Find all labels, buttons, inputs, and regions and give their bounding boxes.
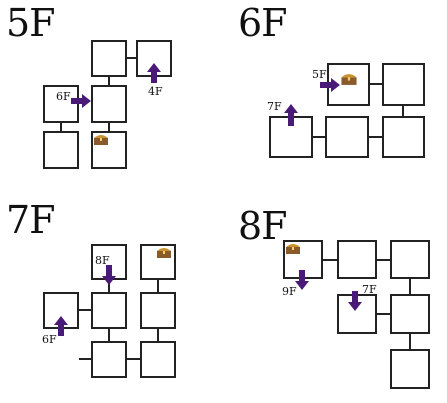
stairs-label-6f: 6F	[56, 90, 71, 103]
corridor	[370, 83, 382, 85]
treasure-chest-icon	[286, 244, 300, 254]
treasure-chest-icon	[341, 74, 357, 85]
room-8f-b	[337, 240, 377, 279]
arrow-up-icon	[54, 316, 68, 336]
room-7f-g	[140, 341, 176, 378]
stairs-label-7f: 7F	[362, 283, 377, 296]
corridor	[108, 77, 110, 85]
room-7f-e	[140, 292, 176, 329]
stairs-label-5f: 5F	[312, 68, 327, 81]
room-7f-d	[91, 292, 127, 329]
corridor-stub	[79, 358, 91, 360]
room-7f-b	[140, 244, 176, 280]
corridor	[127, 358, 140, 360]
stairs-label-4f: 4F	[148, 85, 163, 98]
room-6f-d	[325, 116, 369, 158]
room-7f-f	[91, 341, 127, 378]
corridor	[108, 280, 110, 292]
corridor	[60, 123, 62, 131]
arrow-right-icon	[71, 94, 91, 108]
room-8f-c	[390, 240, 430, 279]
corridor	[313, 136, 325, 138]
corridor	[402, 106, 404, 116]
stairs-label-8f: 8F	[95, 254, 110, 267]
room-5f-d	[91, 85, 127, 123]
arrow-right-icon	[320, 78, 340, 92]
room-8f-f	[390, 349, 430, 389]
stairs-label-6f: 6F	[42, 333, 57, 346]
corridor	[108, 123, 110, 131]
treasure-chest-icon	[94, 135, 108, 145]
stairs-label-9f: 9F	[282, 285, 297, 298]
stairs-label-7f: 7F	[267, 100, 282, 113]
room-8f-e	[390, 294, 430, 334]
corridor	[157, 329, 159, 341]
corridor	[377, 313, 390, 315]
treasure-chest-icon	[157, 248, 171, 258]
room-5f-a	[91, 40, 127, 77]
corridor	[369, 136, 382, 138]
floor-title-6f: 6F	[238, 1, 288, 45]
arrow-up-icon	[147, 63, 161, 83]
floor-title-5f: 5F	[6, 1, 56, 45]
room-5f-e	[43, 131, 79, 169]
corridor	[127, 57, 136, 59]
corridor	[323, 259, 337, 261]
corridor	[157, 280, 159, 292]
room-6f-e	[382, 116, 425, 158]
room-6f-b	[382, 63, 425, 106]
corridor	[409, 334, 411, 349]
arrow-up-icon	[284, 104, 298, 126]
corridor	[79, 309, 91, 311]
corridor	[377, 259, 390, 261]
arrow-down-icon	[348, 291, 362, 311]
floor-title-8f: 8F	[238, 204, 288, 248]
corridor	[108, 329, 110, 341]
floor-title-7f: 7F	[6, 198, 56, 242]
arrow-down-icon	[295, 270, 309, 290]
corridor	[409, 279, 411, 294]
arrow-down-icon	[102, 265, 116, 285]
